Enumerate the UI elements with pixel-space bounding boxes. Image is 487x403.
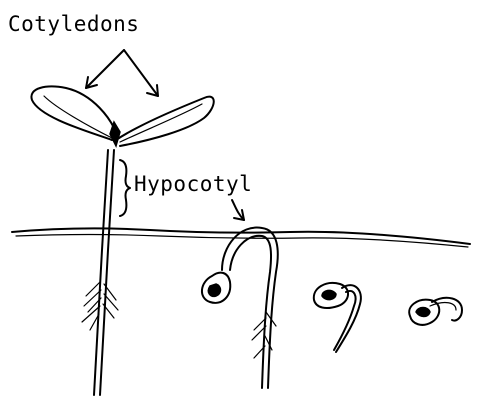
seed-sprouting bbox=[409, 298, 462, 325]
seedling-emerged bbox=[31, 87, 213, 396]
seedling-hook-stage bbox=[202, 228, 278, 388]
left-cotyledon bbox=[31, 87, 118, 141]
seedling-early-stage bbox=[314, 283, 361, 352]
hypocotyl-bracket bbox=[120, 160, 130, 216]
cotyledons-label: Cotyledons bbox=[8, 14, 139, 35]
cotyledons-arrows bbox=[86, 50, 158, 96]
hypocotyl-arrow bbox=[232, 200, 244, 220]
hypocotyl-label: Hypocotyl bbox=[134, 174, 252, 195]
right-cotyledon bbox=[116, 97, 214, 146]
